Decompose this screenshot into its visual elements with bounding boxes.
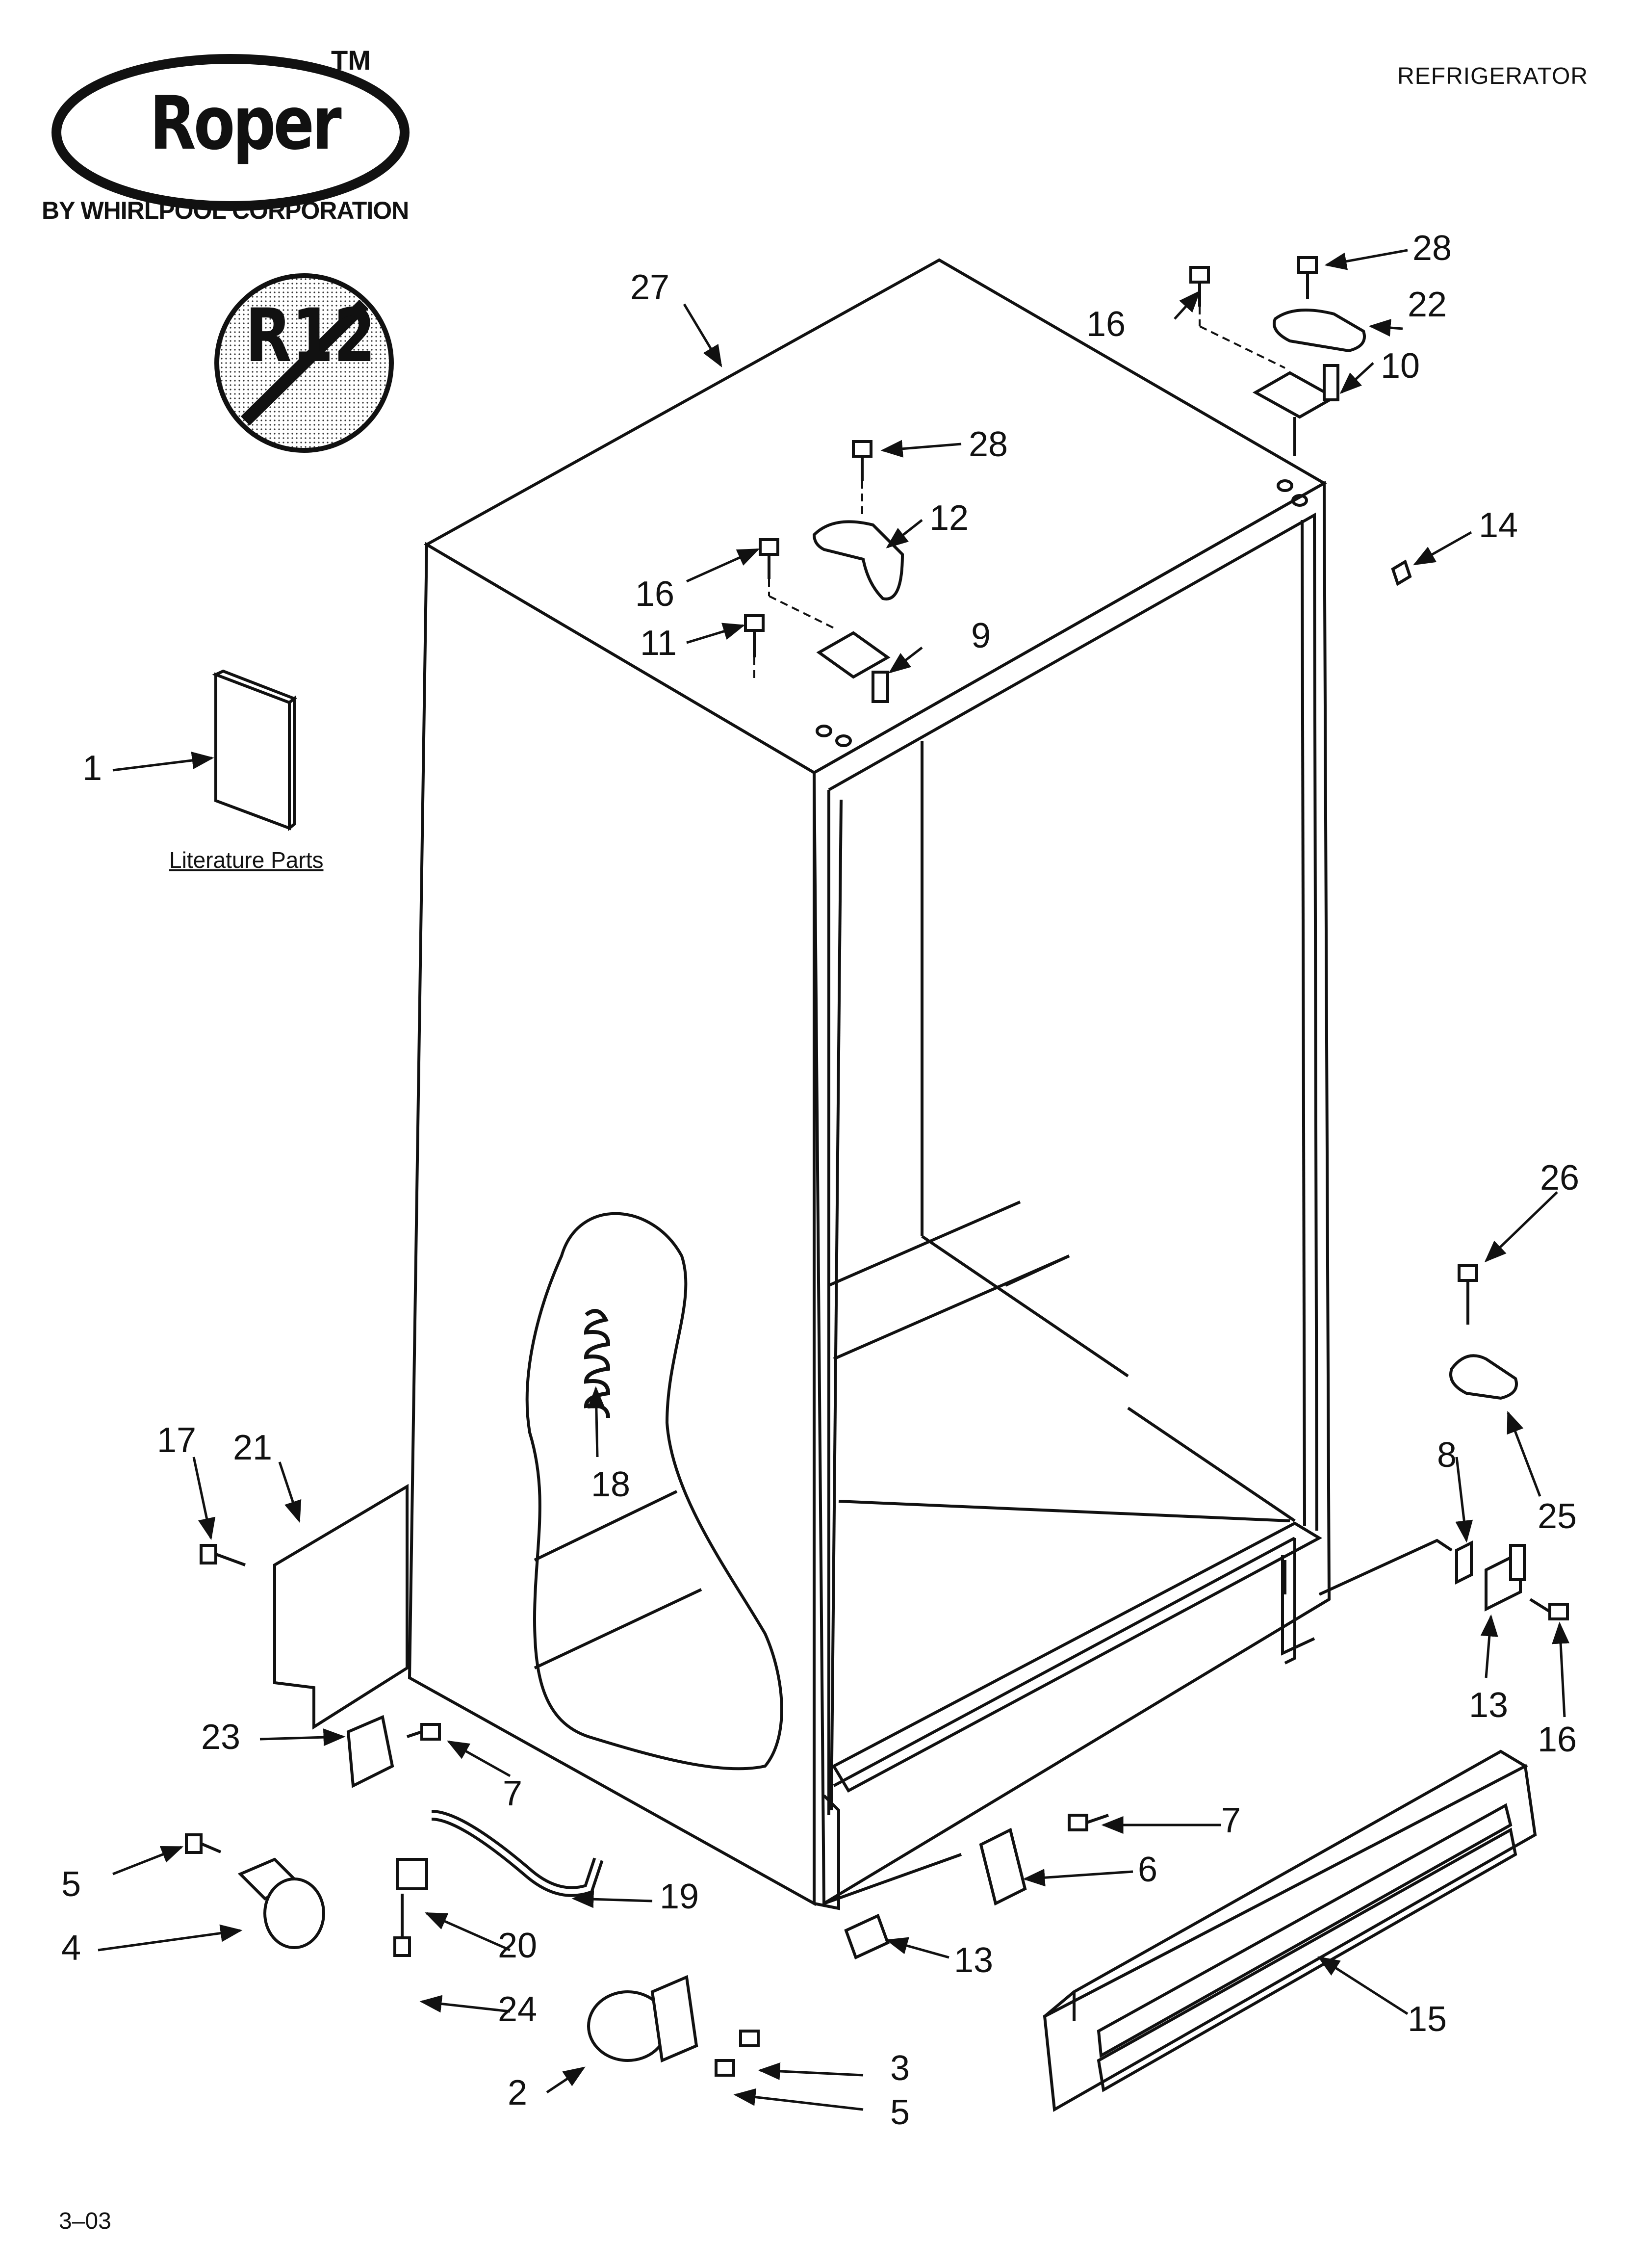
trademark: TM [331,45,371,76]
callout-17: 17 [157,1421,197,1460]
callout-14: 14 [1479,506,1518,545]
callout-3: 3 [890,2049,910,2088]
screw-11 [744,614,765,657]
screw-28b [852,440,872,481]
brand-byline: BY WHIRLPOOL CORPORATION [42,197,409,224]
callout-8: 8 [1437,1435,1457,1475]
callout-26: 26 [1540,1158,1580,1198]
screw-16c [1529,1598,1569,1620]
document-title: REFRIGERATOR [1397,63,1588,89]
brand-logo: TM [29,39,471,245]
callout-13-bottom: 13 [954,1941,994,1980]
no-r12-label: R12 [245,293,376,379]
literature-parts-link[interactable]: Literature Parts [169,847,324,873]
screw-26 [1458,1264,1478,1325]
screw-5a [185,1833,222,1854]
callout-28-top: 28 [1412,229,1452,268]
callout-18: 18 [591,1465,631,1504]
callout-7-left: 7 [503,1774,523,1813]
callout-22: 22 [1408,285,1447,324]
screw-7a [407,1723,441,1741]
callout-5-bottom: 5 [890,2093,910,2132]
screw-16b [759,538,779,579]
screw-28a [1297,256,1318,299]
screw-16a [1189,266,1210,307]
grille-15 [1043,1749,1537,2112]
literature-booklet [212,669,297,832]
screw-5b [715,2059,735,2077]
callout-10: 10 [1381,346,1420,386]
screw-17 [200,1544,246,1566]
hardware-parts [185,256,1569,2112]
screw-3 [739,2030,760,2047]
callout-9: 9 [971,616,991,655]
callout-16-mid: 16 [635,574,675,614]
callout-16-top: 16 [1086,305,1126,344]
callout-27: 27 [630,268,670,307]
callout-1: 1 [82,749,103,788]
callout-19: 19 [660,1877,699,1916]
callout-23: 23 [201,1718,241,1757]
callout-16-right: 16 [1538,1720,1577,1759]
callout-13-right: 13 [1469,1686,1509,1725]
callout-7-right: 7 [1221,1801,1241,1840]
callout-12: 12 [929,498,969,538]
callout-11: 11 [640,624,677,663]
callout-15: 15 [1408,2000,1447,2039]
no-r12-icon [214,273,394,453]
callout-21: 21 [233,1428,273,1467]
roper-logo [51,54,410,211]
callout-5-left: 5 [61,1865,81,1904]
callout-25: 25 [1538,1497,1577,1536]
brand-name: Roper [150,81,342,166]
screw-7b [1068,1814,1109,1831]
callout-28-mid: 28 [969,425,1008,464]
callout-20: 20 [498,1926,538,1965]
page-code: 3–03 [59,2208,111,2234]
leader-lines [98,249,1570,2111]
callout-6: 6 [1138,1850,1158,1889]
screw-24 [393,1894,411,1957]
callout-24: 24 [498,1990,538,2029]
callout-2: 2 [508,2073,528,2112]
cabinet [408,258,1453,1910]
callout-4: 4 [61,1929,81,1968]
rear-grille-left [273,1484,409,1730]
